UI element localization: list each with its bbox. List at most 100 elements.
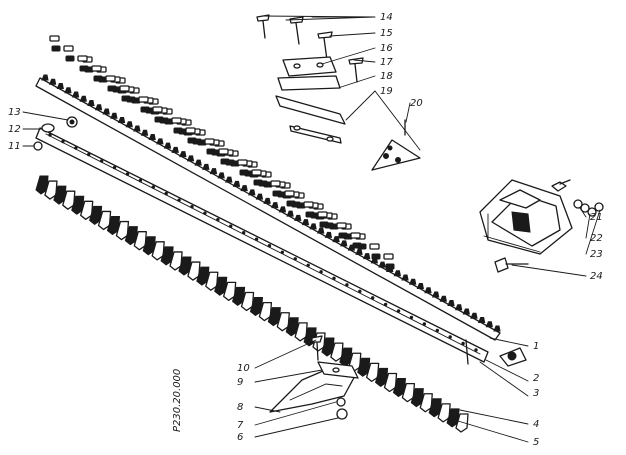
strip-tooth	[209, 168, 218, 175]
strip-tooth	[41, 74, 49, 81]
knife-section	[240, 291, 255, 312]
bolt-nut-pair	[317, 211, 329, 228]
strip-tooth	[56, 83, 64, 90]
bar-rivet	[306, 263, 310, 268]
knife-section	[142, 236, 156, 256]
guard-finger	[269, 361, 359, 413]
bolt-nut-pair	[138, 96, 150, 113]
callout-1: 1	[533, 341, 539, 352]
strip-tooth	[431, 291, 440, 298]
strip-tooth	[378, 261, 386, 268]
bar-rivet	[280, 250, 285, 254]
bolt-nut-pair	[336, 222, 348, 239]
bar-rivet	[461, 341, 465, 346]
bar-rivet	[371, 296, 375, 300]
bar-rivet	[448, 335, 452, 339]
bolt-nut-pair	[237, 159, 249, 176]
strip-tooth	[148, 134, 156, 141]
bolt-nut-pair	[303, 201, 315, 218]
strip-tooth	[225, 176, 233, 183]
bolt-nut-pair	[119, 85, 131, 102]
bolt-nut-pair	[369, 243, 381, 260]
bar-rivet	[229, 224, 233, 228]
strip-tooth	[110, 112, 118, 119]
strip-tooth	[117, 117, 126, 124]
strip-tooth	[248, 189, 256, 196]
knife-section	[321, 337, 335, 357]
knife-section	[232, 286, 246, 307]
bar-rivet	[422, 322, 427, 326]
knife-section	[437, 403, 451, 423]
bar-rivet	[190, 204, 194, 209]
strip-tooth	[462, 308, 470, 315]
strip-tooth	[447, 299, 455, 306]
bar-rivet	[203, 211, 207, 215]
callout-19: 19	[380, 86, 393, 97]
callout-5: 5	[533, 437, 539, 448]
strip-tooth	[194, 159, 202, 166]
knife-section	[294, 322, 308, 342]
strip-tooth	[271, 202, 279, 209]
knife-section	[133, 231, 147, 251]
strip-tooth	[332, 236, 340, 243]
knife-section	[53, 185, 67, 205]
bar-rivet	[112, 165, 117, 170]
strip-tooth	[94, 104, 103, 111]
finger-bar-strip	[35, 74, 501, 341]
bolt-nut-pair	[350, 232, 362, 249]
callout-20: 20	[410, 98, 423, 109]
knife-section	[285, 317, 299, 337]
bolt-nut-pair	[49, 35, 61, 52]
knife-section	[383, 372, 398, 393]
callout-12: 12	[8, 124, 21, 135]
strip-tooth	[156, 138, 164, 145]
bar-rivet	[267, 244, 272, 248]
bar-rivet	[383, 302, 388, 307]
strip-tooth	[87, 100, 95, 107]
strip-tooth	[217, 172, 225, 179]
bar-rivet	[87, 152, 91, 157]
strip-tooth	[140, 129, 149, 136]
strip-tooth	[255, 193, 264, 200]
bar-rivet	[345, 283, 349, 287]
knife-section	[223, 281, 237, 301]
knife-section	[196, 266, 210, 286]
strip-tooth	[64, 87, 72, 94]
callout-2: 2	[533, 373, 539, 384]
strip-tooth	[102, 108, 110, 115]
knife-section	[62, 190, 76, 210]
knife-section	[249, 297, 264, 317]
strip-tooth	[278, 206, 287, 213]
strip-tooth	[355, 248, 363, 255]
callout-14: 14	[380, 12, 393, 23]
knife-section	[455, 413, 469, 433]
head-bolt	[494, 257, 529, 273]
strip-tooth	[71, 91, 80, 98]
bar-rivet	[474, 348, 478, 352]
callout-4: 4	[533, 419, 539, 430]
guard-washer	[336, 397, 346, 407]
knife-section	[446, 408, 460, 428]
bar-rivet	[293, 257, 297, 261]
bar-rivet	[177, 198, 181, 202]
bar-rivet	[396, 309, 401, 313]
strip-tooth	[163, 142, 172, 149]
strip-tooth	[79, 95, 87, 102]
knife-bar-rivets	[48, 133, 478, 352]
bar-rivet	[332, 276, 336, 281]
knife-section	[401, 382, 416, 403]
strip-tooth	[171, 146, 179, 153]
callout-17: 17	[380, 57, 393, 68]
knife-section	[160, 246, 174, 266]
callout-22: 22	[590, 233, 603, 244]
strip-tooth	[401, 274, 409, 281]
knife-section	[258, 301, 273, 322]
knife-section	[214, 276, 228, 296]
bar-rivet	[358, 289, 362, 294]
strip-tooth	[493, 325, 501, 332]
bar-end-fasteners	[465, 339, 527, 367]
strip-tooth	[125, 121, 133, 128]
strip-tooth	[485, 321, 493, 328]
